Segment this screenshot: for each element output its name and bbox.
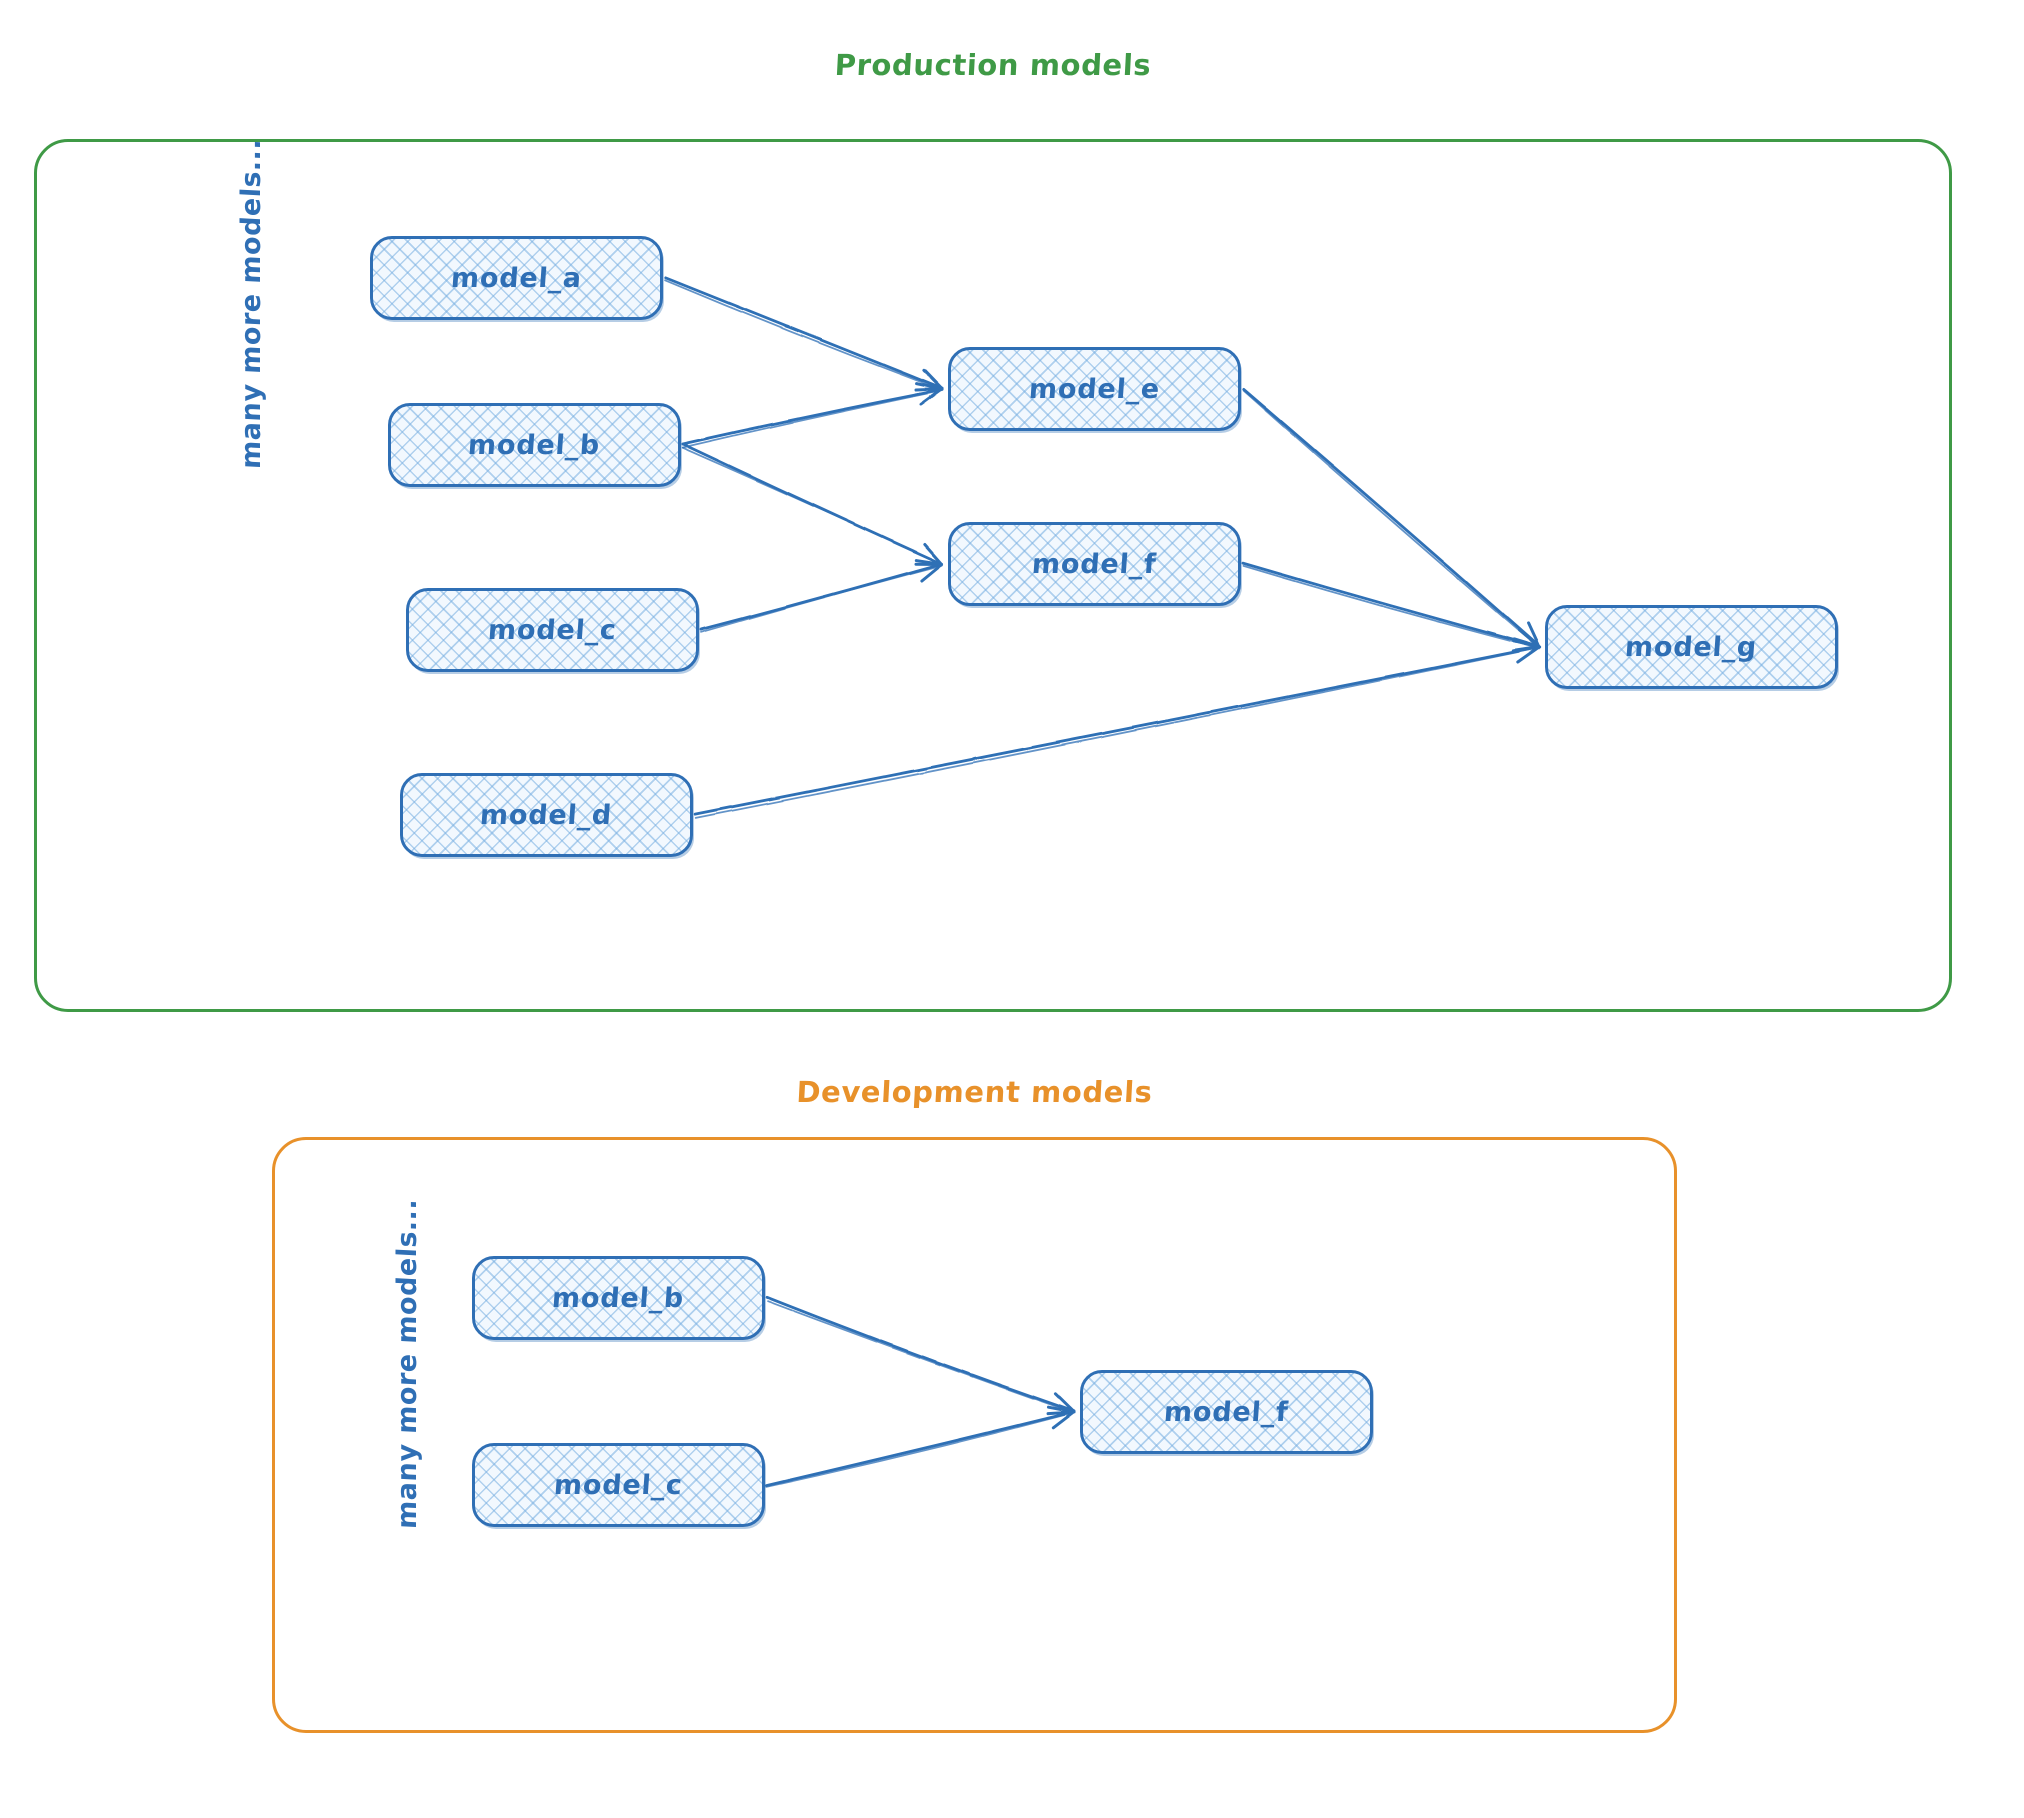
node-dev-model-f[interactable]: model_f	[1080, 1370, 1373, 1454]
node-prod-model-a[interactable]: model_a	[370, 236, 663, 320]
development-group-title: Development models	[271, 1075, 1678, 1109]
node-label: model_d	[479, 800, 613, 831]
node-label: model_b	[467, 430, 601, 461]
node-label: model_e	[1028, 374, 1161, 405]
node-label: model_b	[551, 1283, 685, 1314]
node-prod-model-f[interactable]: model_f	[948, 522, 1241, 606]
development-models-container	[272, 1137, 1677, 1733]
node-prod-model-c[interactable]: model_c	[406, 588, 699, 672]
node-label: model_g	[1624, 632, 1758, 663]
node-label: model_a	[450, 263, 583, 294]
production-group-title: Production models	[0, 48, 1987, 82]
node-label: model_f	[1031, 549, 1158, 580]
node-label: model_c	[553, 1470, 684, 1501]
node-prod-model-e[interactable]: model_e	[948, 347, 1241, 431]
node-dev-model-c[interactable]: model_c	[472, 1443, 765, 1527]
node-prod-model-b[interactable]: model_b	[388, 403, 681, 487]
node-dev-model-b[interactable]: model_b	[472, 1256, 765, 1340]
node-prod-model-g[interactable]: model_g	[1545, 605, 1838, 689]
node-prod-model-d[interactable]: model_d	[400, 773, 693, 857]
node-label: model_f	[1163, 1397, 1290, 1428]
node-label: model_c	[487, 615, 618, 646]
